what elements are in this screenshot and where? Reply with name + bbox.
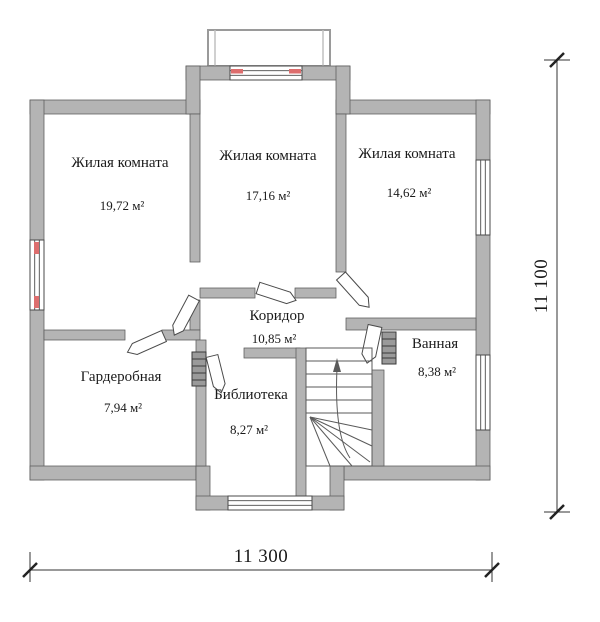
room-area-library: 8,27 м² (230, 422, 268, 437)
room-labels: Жилая комната 19,72 м² Жилая комната 17,… (71, 146, 458, 437)
window-accent-mark (289, 69, 301, 74)
room-name-living-1: Жилая комната (71, 155, 169, 171)
vent-shafts (191, 331, 397, 387)
staircase (305, 347, 373, 467)
room-name-wardrobe: Гардеробная (81, 369, 162, 385)
room-name-corridor: Коридор (250, 308, 305, 324)
vent-shaft-right (381, 331, 397, 365)
room-area-corridor: 10,85 м² (252, 331, 297, 346)
window-accent-mark (34, 296, 39, 308)
door-library (205, 353, 226, 394)
room-area-living-2: 17,16 м² (246, 188, 291, 203)
window-bottom (227, 495, 313, 511)
door-living-3 (335, 271, 370, 308)
door-living-1 (172, 294, 200, 336)
door-bathroom (361, 323, 383, 364)
window-accent-mark (34, 242, 39, 254)
window-right-bottom (475, 354, 491, 431)
room-area-bathroom: 8,38 м² (418, 364, 456, 379)
dimension-width-label: 11 300 (234, 546, 289, 567)
room-name-living-3: Жилая комната (358, 146, 456, 162)
window-accent-mark (231, 69, 243, 74)
dimension-height-label: 11 100 (531, 259, 552, 314)
room-name-library: Библиотека (214, 387, 288, 403)
room-area-wardrobe: 7,94 м² (104, 400, 142, 415)
door-living-2 (255, 281, 297, 305)
window-right-top (475, 159, 491, 236)
door-wardrobe (126, 329, 168, 356)
dimension-bottom: 11 300 (22, 546, 500, 582)
windows (29, 65, 491, 511)
stair-direction-arrow (333, 358, 341, 372)
doors (126, 271, 383, 394)
vent-shaft-left (191, 351, 207, 387)
room-area-living-1: 19,72 м² (100, 198, 145, 213)
window-top (229, 65, 303, 81)
room-area-living-3: 14,62 м² (387, 185, 432, 200)
room-name-bathroom: Ванная (412, 336, 458, 352)
window-left (29, 239, 45, 311)
stair-walk-line (336, 367, 351, 459)
balcony-outline (207, 29, 331, 67)
room-name-living-2: Жилая комната (219, 148, 317, 164)
dimension-right: 11 100 (531, 52, 570, 520)
